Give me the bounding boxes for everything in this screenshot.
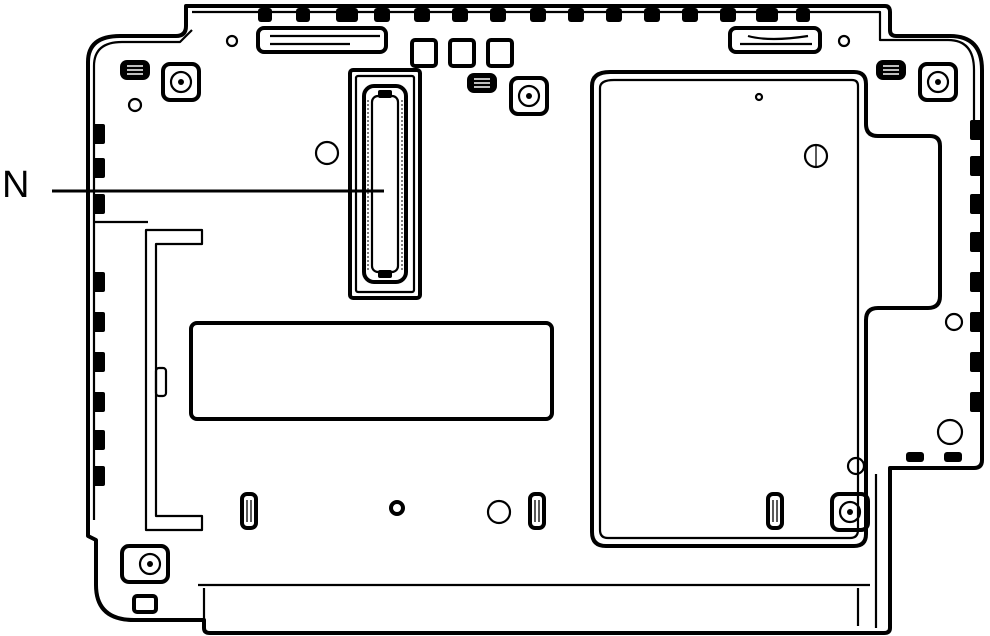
top-tabs — [258, 8, 810, 22]
label-recess — [189, 321, 554, 421]
mounting-holes — [127, 34, 964, 525]
side-ribs — [93, 120, 982, 486]
bottom-latch — [132, 594, 158, 614]
screw-icon — [918, 62, 958, 102]
screw-icon — [120, 544, 170, 584]
screw-icon — [830, 492, 870, 532]
battery-compartment — [590, 70, 942, 548]
board-connector — [348, 68, 422, 300]
screw-icon — [161, 62, 201, 102]
left-rail — [144, 228, 204, 532]
square-pads — [410, 38, 514, 68]
housing-outline — [86, 4, 984, 635]
screw-bosses — [120, 62, 958, 584]
step-tabs — [906, 452, 962, 462]
slot-icons — [240, 492, 784, 530]
top-latches — [256, 26, 822, 54]
callout-label-n: N — [2, 164, 30, 206]
grille-icons — [120, 60, 906, 93]
screw-icon — [509, 76, 549, 116]
